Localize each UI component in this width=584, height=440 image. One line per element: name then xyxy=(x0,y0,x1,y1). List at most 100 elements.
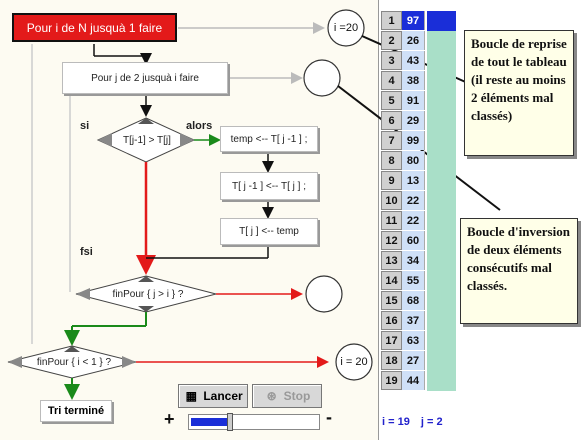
row-index: 15 xyxy=(381,291,402,310)
row-index: 5 xyxy=(381,91,402,110)
row-value: 99 xyxy=(402,131,425,150)
row-value: 38 xyxy=(402,71,425,90)
row-index: 10 xyxy=(381,191,402,210)
row-status-cell xyxy=(427,231,456,251)
row-value: 63 xyxy=(402,331,425,350)
stop-label: Stop xyxy=(283,389,311,403)
row-status-cell xyxy=(427,51,456,71)
inner-loop-box: Pour j de 2 jusquà i faire xyxy=(62,62,228,94)
lancer-button[interactable]: ▦ Lancer xyxy=(178,384,248,408)
alors-label: alors xyxy=(186,120,213,132)
row-status-cell xyxy=(427,151,456,171)
row-value: 29 xyxy=(402,111,425,130)
step-assign: T[ j ] <-- temp xyxy=(220,218,318,245)
row-index: 12 xyxy=(381,231,402,250)
speed-slider-fill xyxy=(191,418,228,426)
row-index: 18 xyxy=(381,351,402,370)
row-status-cell xyxy=(427,371,456,391)
run-icon: ▦ xyxy=(185,389,197,403)
i-status: i = 19 xyxy=(382,416,410,428)
row-value: 13 xyxy=(402,171,425,190)
row-value: 80 xyxy=(402,151,425,170)
row-value: 27 xyxy=(402,351,425,370)
row-value: 97 xyxy=(402,11,425,30)
circle-top-counter: i =20 xyxy=(333,22,359,34)
note-outer-loop: Boucle de reprise de tout le tableau (il… xyxy=(464,30,574,156)
outer-end-condition: finPour { i < 1 } ? xyxy=(36,356,112,368)
speed-minus[interactable]: - xyxy=(326,407,332,427)
row-value: 44 xyxy=(402,371,425,390)
row-status-cell xyxy=(427,331,456,351)
row-value: 60 xyxy=(402,231,425,250)
row-status-cell xyxy=(427,171,456,191)
speed-plus[interactable]: + xyxy=(164,409,175,429)
row-index: 13 xyxy=(381,251,402,270)
row-status-cell xyxy=(427,251,456,271)
index-status: i = 19 j = 2 xyxy=(382,416,443,428)
row-index: 17 xyxy=(381,331,402,350)
row-index: 3 xyxy=(381,51,402,70)
row-status-cell xyxy=(427,291,456,311)
row-index: 14 xyxy=(381,271,402,290)
row-index: 6 xyxy=(381,111,402,130)
row-value: 22 xyxy=(402,211,425,230)
si-label: si xyxy=(80,120,90,132)
row-index: 7 xyxy=(381,131,402,150)
row-value: 68 xyxy=(402,291,425,310)
inner-end-condition: finPour { j > i } ? xyxy=(112,288,184,300)
end-box: Tri terminé xyxy=(40,400,112,422)
row-status-cell xyxy=(427,271,456,291)
note-inner-loop: Boucle d'inversion de deux éléments cons… xyxy=(460,218,578,324)
row-index: 16 xyxy=(381,311,402,330)
row-status-cell xyxy=(427,131,456,151)
row-index: 8 xyxy=(381,151,402,170)
stop-icon: ⊛ xyxy=(266,389,277,403)
row-value: 26 xyxy=(402,31,425,50)
speed-slider-thumb[interactable] xyxy=(227,413,233,431)
row-value: 34 xyxy=(402,251,425,270)
circle-bottom-counter: i = 20 xyxy=(340,356,368,368)
row-index: 1 xyxy=(381,11,402,30)
row-status-cell xyxy=(427,11,456,31)
row-status-cell xyxy=(427,31,456,51)
row-value: 37 xyxy=(402,311,425,330)
step-swap: T[ j -1 ] <-- T[ j ] ; xyxy=(220,172,318,200)
row-status-cell xyxy=(427,211,456,231)
row-status-cell xyxy=(427,71,456,91)
row-value: 43 xyxy=(402,51,425,70)
row-value: 91 xyxy=(402,91,425,110)
j-status: j = 2 xyxy=(420,416,443,428)
step-temp: temp <-- T[ j -1 ] ; xyxy=(220,126,318,152)
row-status-cell xyxy=(427,311,456,331)
row-index: 2 xyxy=(381,31,402,50)
stop-button[interactable]: ⊛ Stop xyxy=(252,384,322,408)
row-status-cell xyxy=(427,91,456,111)
row-status-cell xyxy=(427,351,456,371)
row-status-cell xyxy=(427,191,456,211)
speed-slider[interactable] xyxy=(188,413,320,431)
row-index: 11 xyxy=(381,211,402,230)
lancer-label: Lancer xyxy=(203,389,243,403)
row-status-cell xyxy=(427,111,456,131)
row-index: 4 xyxy=(381,71,402,90)
